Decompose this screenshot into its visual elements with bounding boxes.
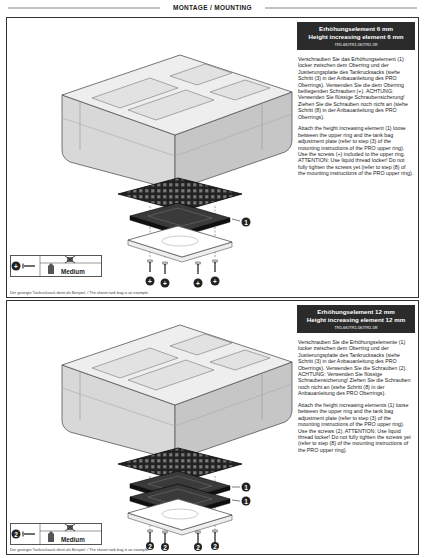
- footnote: Der gezeigte Tankrucksack dient als Beis…: [10, 548, 149, 552]
- instruction-text-de: Verschrauben Sie die Erhöhungselemente (…: [298, 339, 414, 397]
- callout-number: 1: [242, 218, 251, 227]
- article-code: TR1.6K/TR1.5K/TR1.5R: [300, 325, 412, 330]
- callout-number: +: [146, 277, 155, 286]
- footnote: Der gezeigte Tankrucksack dient als Beis…: [10, 291, 149, 295]
- callout-number: 2: [211, 542, 220, 551]
- instruction-text-de: Verschrauben Sie das Erhöhungselement (1…: [298, 56, 414, 121]
- legend-box: Medium: [10, 255, 102, 277]
- instruction-panel: Verschrauben Sie die Erhöhungselemente (…: [6, 300, 419, 555]
- callout-number: 1: [242, 483, 251, 492]
- callout-number: 2: [146, 542, 155, 551]
- page-heading: MONTAGE / MOUNTING: [0, 4, 425, 11]
- title-text: Height increasing element 12 mm: [300, 316, 412, 324]
- callout-number: +: [12, 262, 21, 271]
- callout-number: 1: [242, 497, 251, 506]
- thread-locker-strength: Medium: [61, 535, 85, 544]
- text-column: Verschrauben Sie die Erhöhungselemente (…: [298, 339, 414, 459]
- callout-number: 2: [12, 530, 21, 539]
- callout-number: +: [161, 279, 170, 288]
- title-text: Erhöhungselement 12 mm: [300, 308, 412, 316]
- thread-locker-strength: Medium: [61, 267, 85, 276]
- callout-number: 2: [161, 543, 170, 552]
- instruction-text-en: Attach the height increasing elements (1…: [298, 402, 414, 454]
- callout-number: +: [211, 277, 220, 286]
- article-code: TR1.6K/TR1.5K/TR1.5R: [300, 42, 412, 47]
- legend-box: Medium: [10, 523, 102, 545]
- title-box: Erhöhungselement 12 mmHeight increasing …: [297, 305, 415, 333]
- callout-number: +: [194, 279, 203, 288]
- instruction-panel: Verschrauben Sie das Erhöhungselement (1…: [6, 17, 419, 298]
- title-text: Erhöhungselement 6 mm: [300, 25, 412, 33]
- title-box: Erhöhungselement 6 mmHeight increasing e…: [297, 22, 415, 50]
- instruction-text-en: Attach the height increasing element (1)…: [298, 125, 414, 177]
- text-column: Verschrauben Sie das Erhöhungselement (1…: [298, 56, 414, 182]
- callout-number: 2: [194, 543, 203, 552]
- title-text: Height increasing element 6 mm: [300, 33, 412, 41]
